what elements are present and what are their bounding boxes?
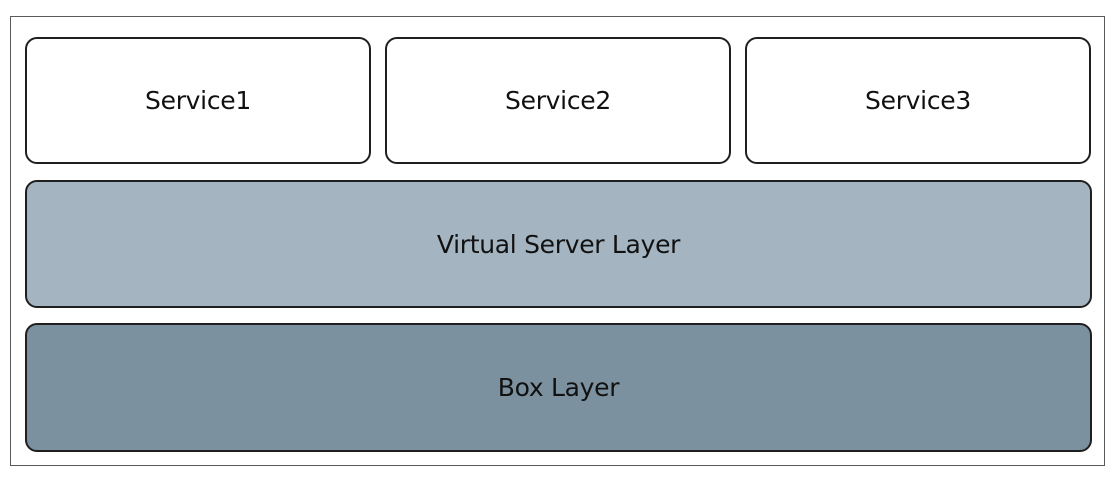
service1-box: Service1 [25,37,371,164]
virtual-server-layer: Virtual Server Layer [25,180,1092,308]
service2-box: Service2 [385,37,731,164]
box-layer: Box Layer [25,323,1092,452]
service2-label: Service2 [505,86,611,115]
box-layer-label: Box Layer [497,373,620,402]
service3-label: Service3 [865,86,971,115]
service3-box: Service3 [745,37,1091,164]
virtual-server-layer-label: Virtual Server Layer [436,229,681,259]
service1-label: Service1 [145,86,251,115]
